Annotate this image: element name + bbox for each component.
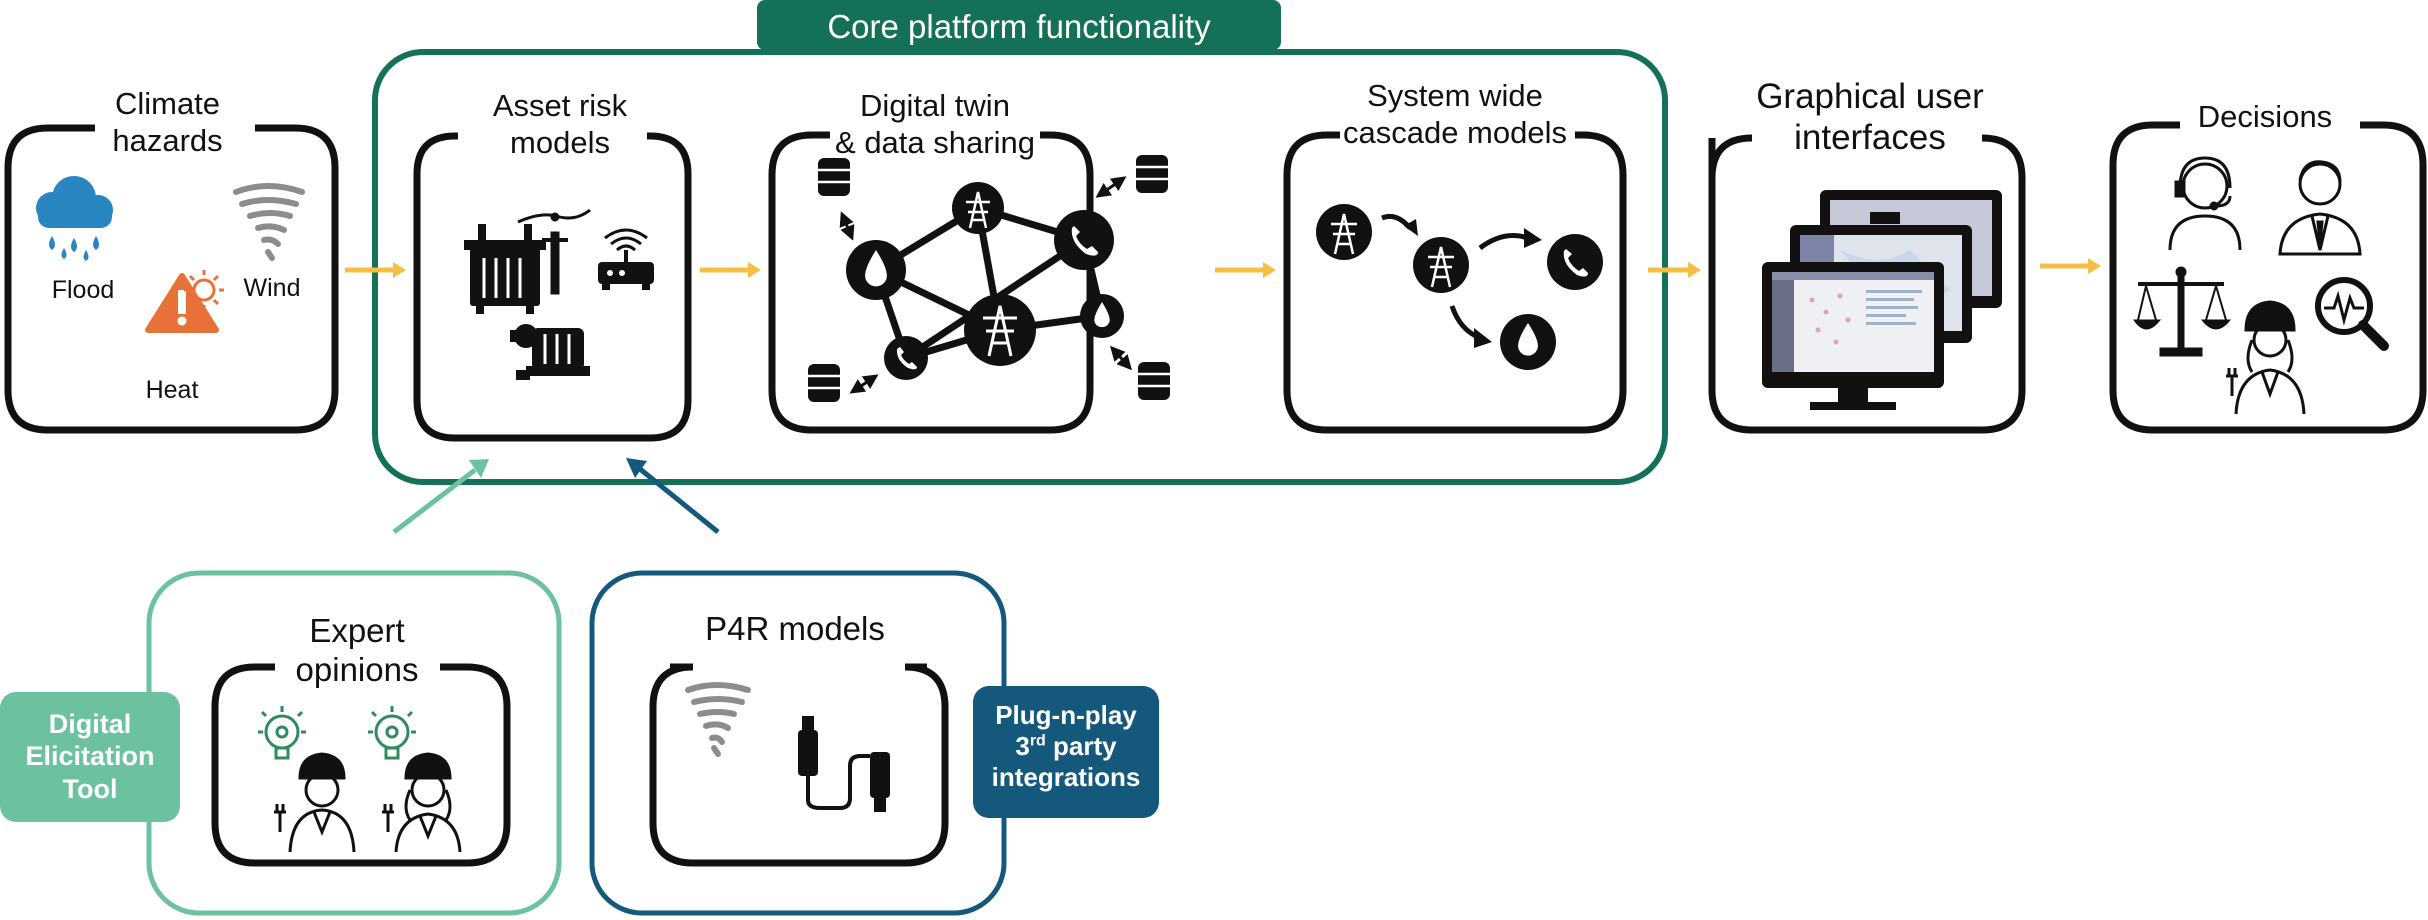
pylon-node-icon — [964, 294, 1036, 366]
engineer-woman-icon — [2226, 300, 2306, 415]
plugnplay-tag — [973, 686, 1159, 818]
gui-box — [1708, 134, 2026, 434]
warning-triangle-icon — [145, 273, 219, 333]
flow-arrows — [345, 258, 2101, 278]
transformer-icon — [464, 224, 546, 314]
digital-twin-box — [768, 131, 1094, 434]
p4r-models-title: P4R models — [705, 610, 885, 647]
heat-label: Heat — [145, 376, 199, 404]
database-icon — [808, 364, 840, 402]
businessman-icon — [2278, 160, 2362, 256]
usb-cable-icon — [798, 716, 890, 812]
p4r-input-arrow — [626, 458, 720, 534]
router-icon — [598, 228, 654, 290]
pylon-node-icon — [1413, 237, 1469, 293]
database-icon — [1136, 155, 1168, 193]
tornado-icon — [233, 183, 305, 261]
monitor-stack-icon — [1762, 190, 2002, 410]
expert-input-arrow — [392, 459, 489, 534]
magnifier-chart-icon — [2315, 277, 2389, 351]
water-node-icon — [846, 240, 906, 300]
plugnplay-label: Plug-n-play 3rd party integrations — [991, 700, 1141, 793]
digital-elicitation-tag — [0, 692, 180, 822]
flood-label: Flood — [51, 276, 115, 304]
climate-hazards-box — [4, 124, 339, 434]
water-node-icon — [1500, 314, 1556, 370]
sun-icon — [184, 270, 224, 310]
engineer-woman-icon — [382, 752, 462, 853]
core-platform-frame — [372, 49, 1668, 485]
cascade-arrows — [1381, 213, 1542, 348]
digital-twin-title: Digital twin& data sharing — [835, 88, 1035, 160]
database-icon — [1138, 362, 1170, 400]
scales-icon — [2133, 266, 2232, 357]
decisions-title: Decisions — [2197, 99, 2333, 134]
expert-inner-box — [211, 663, 511, 867]
asset-risk-box — [413, 132, 692, 442]
phone-node-icon — [884, 336, 928, 380]
wind-label: Wind — [243, 274, 301, 302]
pylon-node-icon — [952, 182, 1004, 234]
headset-operator-icon — [2168, 156, 2242, 251]
pylon-node-icon — [1316, 204, 1372, 260]
phone-node-icon — [1054, 210, 1114, 270]
core-platform-title-tab — [757, 0, 1281, 50]
engineer-man-icon — [274, 752, 356, 853]
water-node-icon — [1080, 294, 1124, 338]
tornado-icon — [685, 682, 751, 757]
decisions-box — [2109, 121, 2427, 434]
cascade-box — [1283, 131, 1627, 434]
data-exchange-arrows — [839, 176, 1133, 394]
phone-node-icon — [1547, 234, 1603, 290]
idea-bulb-icon — [258, 706, 306, 760]
database-icon — [818, 158, 850, 196]
rain-cloud-icon — [36, 176, 113, 261]
idea-bulb-icon — [368, 706, 416, 760]
utility-pole-icon — [517, 208, 591, 295]
p4r-inner-box — [649, 663, 949, 867]
pump-icon — [510, 324, 590, 380]
core-platform-title: Core platform functionality — [827, 8, 1211, 45]
